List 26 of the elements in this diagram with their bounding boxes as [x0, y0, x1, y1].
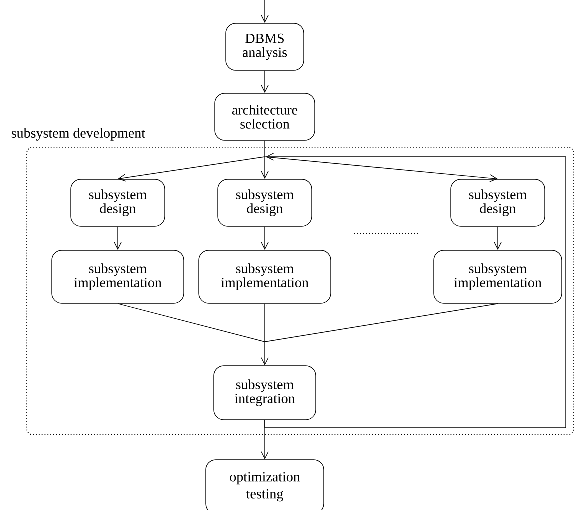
process-box: subsystem integration	[214, 366, 316, 420]
line	[264, 304, 498, 342]
feedback-arrow	[264, 153, 566, 428]
arrow	[494, 226, 502, 250]
node-label: subsystem development	[12, 128, 146, 141]
arrow	[264, 156, 498, 182]
arrow	[261, 420, 269, 460]
arrow	[114, 226, 122, 250]
process-box: subsystem design	[450, 179, 546, 227]
line	[264, 304, 266, 342]
arrow	[261, 70, 269, 94]
arrow	[261, 0, 269, 24]
process-box: DBMS analysis	[226, 23, 304, 71]
arrow	[118, 156, 266, 182]
process-box: subsystem implementation	[198, 250, 332, 304]
line	[118, 304, 266, 342]
process-box: subsystem design	[70, 179, 166, 227]
process-box: architecture selection	[214, 93, 316, 141]
arrow	[261, 226, 269, 250]
line	[264, 140, 266, 158]
process-box: subsystem implementation	[52, 250, 184, 304]
arrow	[261, 342, 269, 366]
process-box: subsystem design	[218, 179, 312, 227]
process-box: subsystem implementation	[434, 250, 562, 304]
process-box: optimization testing	[206, 460, 324, 510]
arrow	[261, 156, 269, 180]
